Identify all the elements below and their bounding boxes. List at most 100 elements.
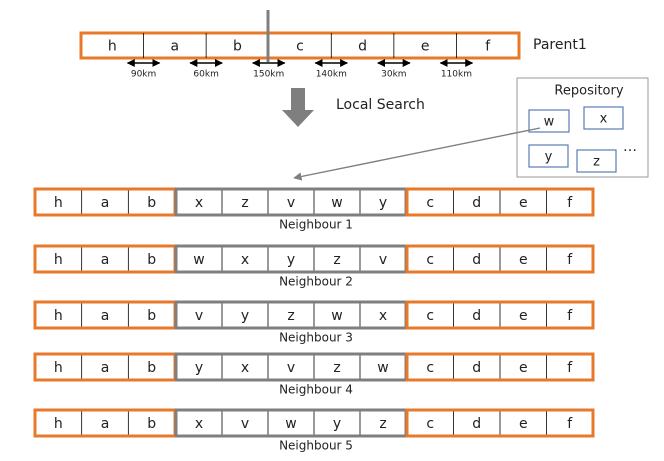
- neighbour-cell-f: f: [567, 252, 573, 268]
- repository-item-box: [528, 144, 569, 168]
- neighbour-right-segment: [405, 408, 595, 438]
- neighbour-cell-x: x: [241, 252, 249, 268]
- neighbour-label: Neighbour 1: [279, 218, 353, 232]
- distance-label: 90km: [131, 70, 156, 80]
- neighbour-cell-v: v: [379, 252, 387, 268]
- neighbour-cell-w: w: [331, 308, 342, 324]
- neighbour-cell-x: x: [195, 416, 203, 432]
- neighbour-right-segment: [405, 187, 595, 217]
- local-search-label: Local Search: [336, 97, 425, 113]
- neighbour-cell-e: e: [519, 195, 528, 211]
- neighbour-cell-d: d: [472, 308, 481, 324]
- repository-item-x: x: [600, 112, 608, 127]
- repository-item-box: [576, 149, 617, 173]
- neighbour-cell-a: a: [101, 195, 110, 211]
- neighbour-label: Neighbour 2: [279, 275, 353, 289]
- repository-item-z: z: [593, 155, 600, 170]
- neighbour-cell-f: f: [567, 360, 573, 376]
- parent-chromosome-group: h a b c d e f Parent1 90km 60km 150km 140km 30km 110k…: [79, 10, 587, 80]
- neighbour-cell-f: f: [567, 195, 573, 211]
- neighbour-cell-y: y: [379, 195, 387, 211]
- parent-cell-e: e: [421, 39, 430, 55]
- parent-cell-h: h: [108, 39, 117, 55]
- neighbour-cell-b: b: [147, 195, 156, 211]
- neighbour-cell-c: c: [426, 252, 434, 268]
- neighbour-cell-w: w: [331, 195, 342, 211]
- neighbour-cell-y: y: [241, 308, 249, 324]
- repository-arrow: [293, 127, 541, 181]
- neighbour-cell-h: h: [54, 416, 63, 432]
- repository-item-y: y: [545, 150, 553, 165]
- distance-label: 140km: [316, 70, 347, 80]
- neighbour-right-segment: [405, 244, 595, 274]
- neighbour-cell-f: f: [567, 416, 573, 432]
- parent-cell-c: c: [296, 39, 304, 55]
- neighbour-cell-v: v: [241, 416, 249, 432]
- distance-label: 60km: [193, 70, 218, 80]
- parent-cell-a: a: [171, 39, 180, 55]
- neighbour-cell-e: e: [519, 416, 528, 432]
- neighbour-cell-a: a: [101, 252, 110, 268]
- neighbour-cell-y: y: [287, 252, 295, 268]
- neighbour-cell-a: a: [101, 416, 110, 432]
- neighbour-label: Neighbour 4: [279, 383, 353, 397]
- neighbour-cell-c: c: [426, 360, 434, 376]
- neighbour-cell-b: b: [147, 252, 156, 268]
- neighbour-cell-h: h: [54, 308, 63, 324]
- neighbour-cell-b: b: [147, 308, 156, 324]
- neighbour-cell-z: z: [241, 195, 248, 211]
- neighbour-cell-x: x: [195, 195, 203, 211]
- neighbour-cell-w: w: [193, 252, 204, 268]
- parent-cell-b: b: [233, 39, 242, 55]
- neighbour-cell-a: a: [101, 360, 110, 376]
- neighbour-cell-d: d: [472, 360, 481, 376]
- parent-cell-f: f: [485, 39, 491, 55]
- distance-label: 30km: [381, 70, 406, 80]
- repository-item-box: [528, 109, 570, 133]
- neighbour-cell-c: c: [426, 416, 434, 432]
- repository-ellipsis: …: [623, 139, 637, 155]
- neighbour-cell-v: v: [287, 195, 295, 211]
- parent-label: Parent1: [533, 37, 587, 53]
- neighbour-cell-e: e: [519, 360, 528, 376]
- neighbour-cell-v: v: [287, 360, 295, 376]
- neighbour-right-segment: [405, 300, 595, 330]
- neighbour-label: Neighbour 5: [279, 439, 353, 453]
- neighbour-cell-h: h: [54, 195, 63, 211]
- neighbour-cell-v: v: [195, 308, 203, 324]
- neighbour-right-segment: [405, 352, 595, 382]
- neighbour-cell-d: d: [472, 416, 481, 432]
- neighbour-cell-b: b: [147, 416, 156, 432]
- neighbour-cell-c: c: [426, 195, 434, 211]
- neighbour-cell-y: y: [333, 416, 341, 432]
- parent-chromosome-box: [79, 31, 521, 60]
- distance-label: 150km: [253, 70, 284, 80]
- neighbour-cell-w: w: [377, 360, 388, 376]
- neighbour-cell-e: e: [519, 252, 528, 268]
- neighbour-cell-z: z: [287, 308, 294, 324]
- neighbour-cell-z: z: [333, 360, 340, 376]
- neighbour-cell-x: x: [241, 360, 249, 376]
- neighbour-cell-y: y: [195, 360, 203, 376]
- repository-item-w: w: [544, 115, 555, 130]
- distance-label: 110km: [441, 70, 472, 80]
- neighbour-label: Neighbour 3: [279, 331, 353, 345]
- neighbour-cell-d: d: [472, 195, 481, 211]
- neighbour-cell-b: b: [147, 360, 156, 376]
- neighbour-cell-x: x: [379, 308, 387, 324]
- neighbour-cell-c: c: [426, 308, 434, 324]
- neighbour-cell-d: d: [472, 252, 481, 268]
- parent-cell-d: d: [358, 39, 367, 55]
- neighbour-cell-z: z: [333, 252, 340, 268]
- neighbour-cell-f: f: [567, 308, 573, 324]
- neighbour-cell-z: z: [379, 416, 386, 432]
- neighbour-cell-e: e: [519, 308, 528, 324]
